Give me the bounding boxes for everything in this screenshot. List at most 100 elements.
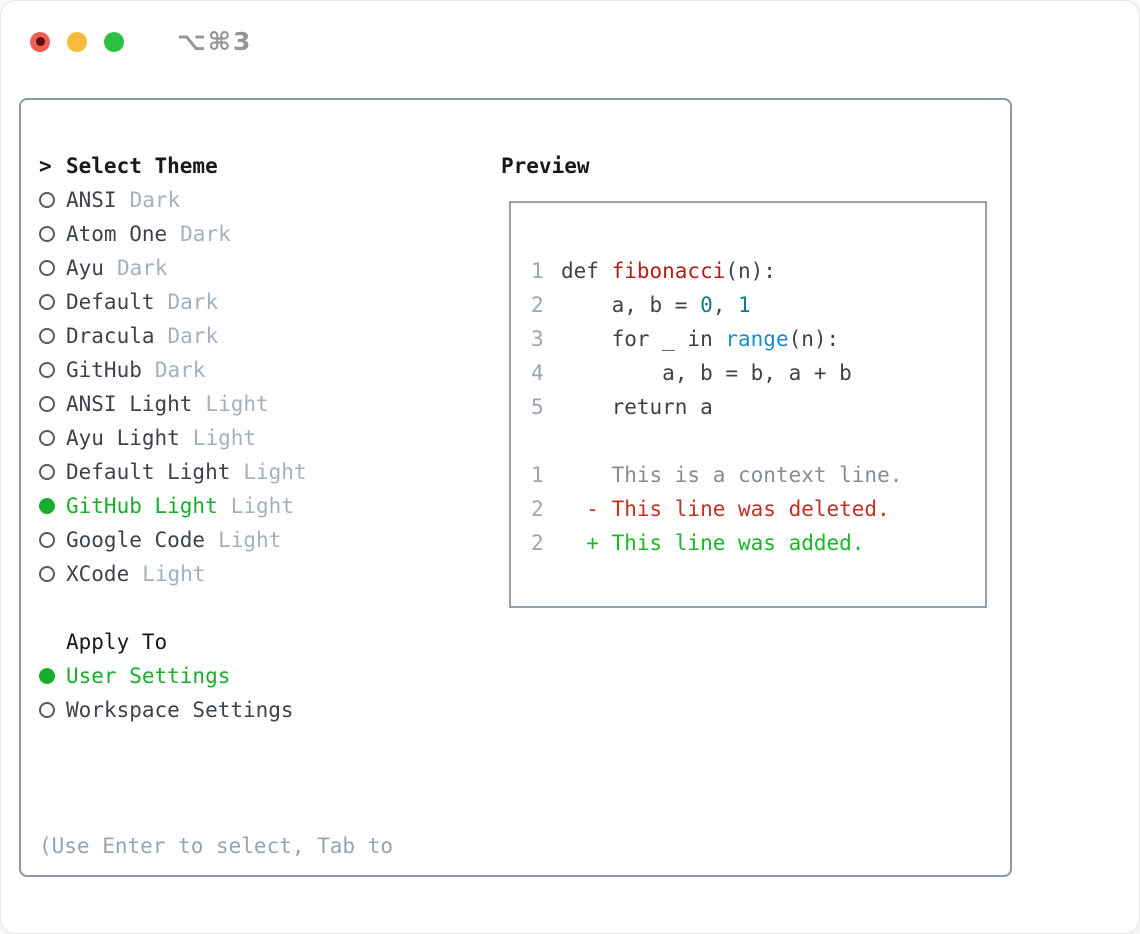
- apply-to-option-label: Workspace Settings: [66, 698, 294, 722]
- theme-option[interactable]: Atom One Dark: [39, 217, 393, 251]
- line-number: 2: [531, 497, 544, 521]
- code-line-text: def fibonacci(n):: [561, 259, 776, 283]
- theme-name: Atom One: [66, 222, 168, 246]
- theme-selector-panel: > Select Theme ANSI Dark Atom One Dark A…: [19, 98, 1012, 877]
- theme-option[interactable]: Google Code Light: [39, 523, 393, 557]
- code-line-text: a, b = b, a + b: [561, 361, 852, 385]
- code-line: 4 a, b = b, a + b: [531, 356, 985, 390]
- radio-icon: [39, 294, 55, 310]
- theme-variant-tag: Dark: [116, 256, 168, 280]
- code-line: 2 a, b = 0, 1: [531, 288, 985, 322]
- radio-icon: [39, 260, 55, 276]
- apply-to-header: Apply To: [39, 625, 393, 659]
- code-line-text: - This line was deleted.: [561, 497, 890, 521]
- bullet-slot: [39, 464, 66, 480]
- bullet-slot: [39, 702, 66, 718]
- line-number: 4: [531, 361, 544, 385]
- window-shortcut-title: ⌥⌘3: [177, 27, 253, 56]
- radio-icon: [39, 192, 55, 208]
- theme-variant-tag: Dark: [180, 222, 231, 246]
- theme-variant-tag: Light: [230, 494, 294, 518]
- radio-icon: [39, 566, 55, 582]
- theme-option[interactable]: XCode Light: [39, 557, 393, 591]
- theme-name: ANSI Light: [66, 392, 193, 416]
- hint-line-1: (Use Enter to select, Tab to: [39, 834, 394, 858]
- code-line: 1 This is a context line.: [531, 458, 985, 492]
- spacer: [39, 727, 393, 761]
- radio-icon: [39, 532, 55, 548]
- code-line-text: for _ in range(n):: [561, 327, 840, 351]
- theme-option[interactable]: ANSI Dark: [39, 183, 393, 217]
- apply-to-option-label: User Settings: [66, 664, 231, 688]
- theme-variant-tag: Light: [218, 528, 282, 552]
- radio-icon: [39, 362, 55, 378]
- prompt-caret-icon: >: [39, 154, 52, 178]
- code-line: 2 + This line was added.: [531, 526, 985, 560]
- theme-option[interactable]: ANSI Light Light: [39, 387, 393, 421]
- bullet-slot: [39, 566, 66, 582]
- code-line: 3 for _ in range(n):: [531, 322, 985, 356]
- line-number: 5: [531, 395, 544, 419]
- line-number: 1: [531, 259, 544, 283]
- theme-name: Ayu Light: [66, 426, 180, 450]
- theme-name: Google Code: [66, 528, 206, 552]
- preview-title: Preview: [501, 154, 590, 178]
- theme-name: Default Light: [66, 460, 231, 484]
- theme-name: GitHub Light: [66, 494, 218, 518]
- line-number: 2: [531, 531, 544, 555]
- theme-variant-tag: Light: [192, 426, 257, 450]
- theme-name: Dracula: [66, 324, 155, 348]
- apply-to-list: User Settings Workspace Settings: [39, 659, 393, 727]
- select-theme-title: Select Theme: [66, 154, 218, 178]
- theme-option[interactable]: GitHub Light Light: [39, 489, 393, 523]
- apply-to-option[interactable]: User Settings: [39, 659, 393, 693]
- radio-icon: [39, 668, 55, 684]
- line-number: 1: [531, 463, 544, 487]
- record-dot-icon: [35, 37, 45, 46]
- radio-icon: [39, 464, 55, 480]
- radio-icon: [39, 328, 55, 344]
- theme-option[interactable]: Default Light Light: [39, 455, 393, 489]
- theme-name: Default: [66, 290, 155, 314]
- theme-option[interactable]: Ayu Light Light: [39, 421, 393, 455]
- line-number: 3: [531, 327, 544, 351]
- theme-selector-column: > Select Theme ANSI Dark Atom One Dark A…: [39, 149, 394, 933]
- zoom-button[interactable]: [104, 31, 124, 52]
- close-button[interactable]: [30, 31, 50, 52]
- theme-name: Ayu: [66, 256, 104, 280]
- code-preview: 1 def fibonacci(n): 2 a, b = 0, 1 3 for …: [531, 254, 985, 560]
- theme-option[interactable]: Default Dark: [39, 285, 393, 319]
- apply-to-option[interactable]: Workspace Settings: [39, 693, 393, 727]
- radio-icon: [39, 702, 55, 718]
- bullet-slot: [39, 396, 66, 412]
- theme-option[interactable]: GitHub Dark: [39, 353, 393, 387]
- bullet-slot: [39, 294, 66, 310]
- radio-icon: [39, 430, 55, 446]
- radio-icon: [39, 226, 55, 242]
- code-line: 5 return a: [531, 390, 985, 424]
- spacer: [39, 591, 393, 625]
- bullet-slot: [39, 498, 66, 514]
- theme-option[interactable]: Ayu Dark: [39, 251, 393, 285]
- apply-to-title: Apply To: [66, 630, 168, 654]
- bullet-slot: [39, 532, 66, 548]
- theme-variant-tag: Light: [142, 562, 206, 586]
- theme-name: GitHub: [66, 358, 142, 382]
- code-line-text: a, b = 0, 1: [561, 293, 751, 317]
- theme-variant-tag: Dark: [129, 188, 181, 212]
- minimize-button[interactable]: [67, 31, 87, 52]
- line-number: 2: [531, 293, 544, 317]
- theme-variant-tag: Light: [205, 392, 269, 416]
- theme-variant-tag: Dark: [167, 324, 219, 348]
- theme-option[interactable]: Dracula Dark: [39, 319, 393, 353]
- bullet-slot: [39, 328, 66, 344]
- bullet-slot: [39, 260, 66, 276]
- code-line: 1 def fibonacci(n):: [531, 254, 985, 288]
- bullet-slot: [39, 226, 66, 242]
- radio-icon: [39, 396, 55, 412]
- code-line: 2 - This line was deleted.: [531, 492, 985, 526]
- theme-variant-tag: Light: [243, 460, 307, 484]
- preview-box: 1 def fibonacci(n): 2 a, b = 0, 1 3 for …: [509, 201, 987, 608]
- theme-variant-tag: Dark: [167, 290, 219, 314]
